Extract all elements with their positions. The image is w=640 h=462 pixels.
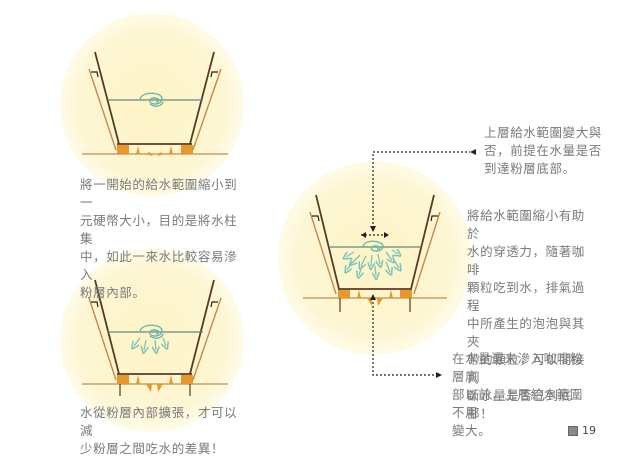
caption-line: 否，前提在水量是否 [484,143,602,158]
water-swirl-icon [362,240,384,252]
background-circle [60,248,244,432]
caption-line: 上層給水範圍變大與 [484,125,602,140]
caption-line: 中所產生的泡泡與其夾 [467,316,585,349]
annotation-bottom: 在水量還未滲入咖啡粉層底 部以前，上層給水範圍不用 變大。 [452,350,590,440]
panel-1-caption: 將一開始的給水範圍縮小到一 元硬幣大小，目的是將水柱集 中，如此一來水比較容易滲… [80,176,248,302]
figure-icon [568,425,578,436]
water-swirl-icon [139,324,164,339]
leader-line-top [370,149,476,232]
caption-line: 顆粒吃到水，排氣過程 [467,280,585,313]
caption-line: 部以前，上層給水範圍不用 [452,387,584,420]
figure-number: 19 [582,424,596,437]
arrow-down-icon [370,226,376,232]
down-arrows-icon [134,337,166,350]
caption-line: 帶的顆粒，可以間接判 [467,352,585,385]
arrow-left-icon [470,149,476,155]
caption-line: 在水量還未滲入咖啡粉層底 [452,351,584,384]
caption-line: 變大。 [452,423,492,438]
caption-line: 水的穿透力，隨著咖啡 [467,244,585,277]
caption-line: 元硬幣大小，目的是將水柱集 [80,213,238,246]
arrow-up-icon [370,294,376,300]
background-circle [278,161,472,355]
caption-line: 到達粉層底部。 [484,161,576,176]
caption-line: 粉層內部。 [80,285,146,300]
leader-line-bottom [370,294,442,378]
panel-1-illustration [60,13,244,197]
panel-2-illustration [60,248,244,432]
panel-3-illustration [278,161,472,355]
annotation-middle: 將給水範圍縮小有助於 水的穿透力，隨著咖啡 顆粒吃到水，排氣過程 中所產生的泡泡… [467,207,595,423]
caption-line: 斷水量是否已到底部！ [467,388,572,421]
panel-2-caption: 水從粉層內部擴張，才可以減 少粉層之間吃水的差異！ [80,404,248,458]
caption-line: 將一開始的給水範圍縮小到一 [80,177,238,210]
caption-line: 水從粉層內部擴張，才可以減 [80,405,238,438]
water-swirl-icon [139,92,164,107]
narrow-range-indicator-icon [361,232,389,238]
spreading-arrows-icon [346,250,399,276]
caption-line: 中，如此一來水比較容易滲入 [80,249,238,282]
figure-label: 19 [568,424,596,437]
arrow-right-icon [436,372,442,378]
annotation-top: 上層給水範圍變大與 否，前提在水量是否 到達粉層底部。 [484,124,602,178]
caption-line: 將給水範圍縮小有助於 [467,208,585,241]
caption-line: 少粉層之間吃水的差異！ [80,441,225,456]
